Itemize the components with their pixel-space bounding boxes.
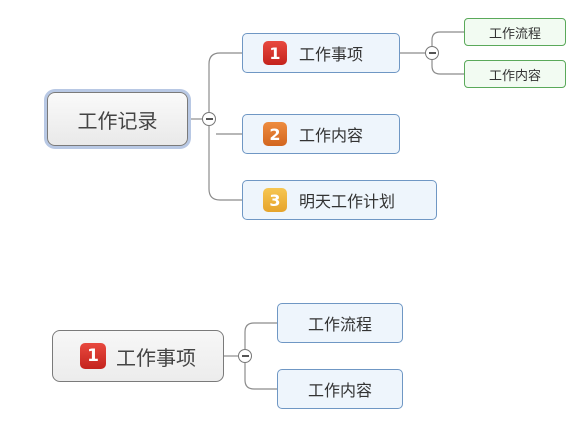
subtopic-label: 工作流程 (307, 315, 372, 334)
subtopic-node-workflow[interactable]: 工作流程 (277, 303, 403, 343)
priority-1-icon: 1 (80, 343, 106, 369)
subtopic-label: 工作内容 (307, 381, 372, 400)
topic-label: 工作事项 (299, 45, 364, 64)
root-node-label: 工作记录 (77, 108, 158, 133)
root-node-label: 工作事项 (116, 345, 196, 370)
priority-1-icon: 1 (263, 41, 287, 65)
topic-label: 明天工作计划 (299, 192, 396, 211)
subtopic-node-workflow[interactable]: 工作流程 (464, 18, 566, 46)
subtopic-node-work-content[interactable]: 工作内容 (277, 369, 403, 409)
connector-sub-2 (431, 60, 464, 75)
connector-map2-sub-2 (244, 363, 277, 390)
topic-label: 工作内容 (299, 126, 364, 145)
collapse-toggle-icon[interactable] (425, 46, 439, 60)
collapse-toggle-icon[interactable] (238, 349, 252, 363)
subtopic-label: 工作内容 (488, 68, 541, 84)
topic-node-work-items[interactable]: 1 工作事项 (242, 33, 400, 73)
priority-2-icon: 2 (263, 122, 287, 146)
subtopic-label: 工作流程 (488, 26, 541, 42)
connector-topic-3 (208, 126, 242, 201)
connector-map2-sub-1 (244, 322, 277, 349)
priority-3-icon: 3 (263, 188, 287, 212)
topic-node-work-content[interactable]: 2 工作内容 (242, 114, 400, 154)
connector-sub-1 (431, 31, 464, 46)
connector-topic-1 (208, 52, 242, 112)
collapse-toggle-icon[interactable] (202, 112, 216, 126)
root-node-work-items[interactable]: 1 工作事项 (52, 330, 224, 382)
subtopic-node-work-content[interactable]: 工作内容 (464, 60, 566, 88)
topic-node-tomorrow-plan[interactable]: 3 明天工作计划 (242, 180, 437, 220)
root-node-work-record[interactable]: 工作记录 (47, 92, 188, 146)
